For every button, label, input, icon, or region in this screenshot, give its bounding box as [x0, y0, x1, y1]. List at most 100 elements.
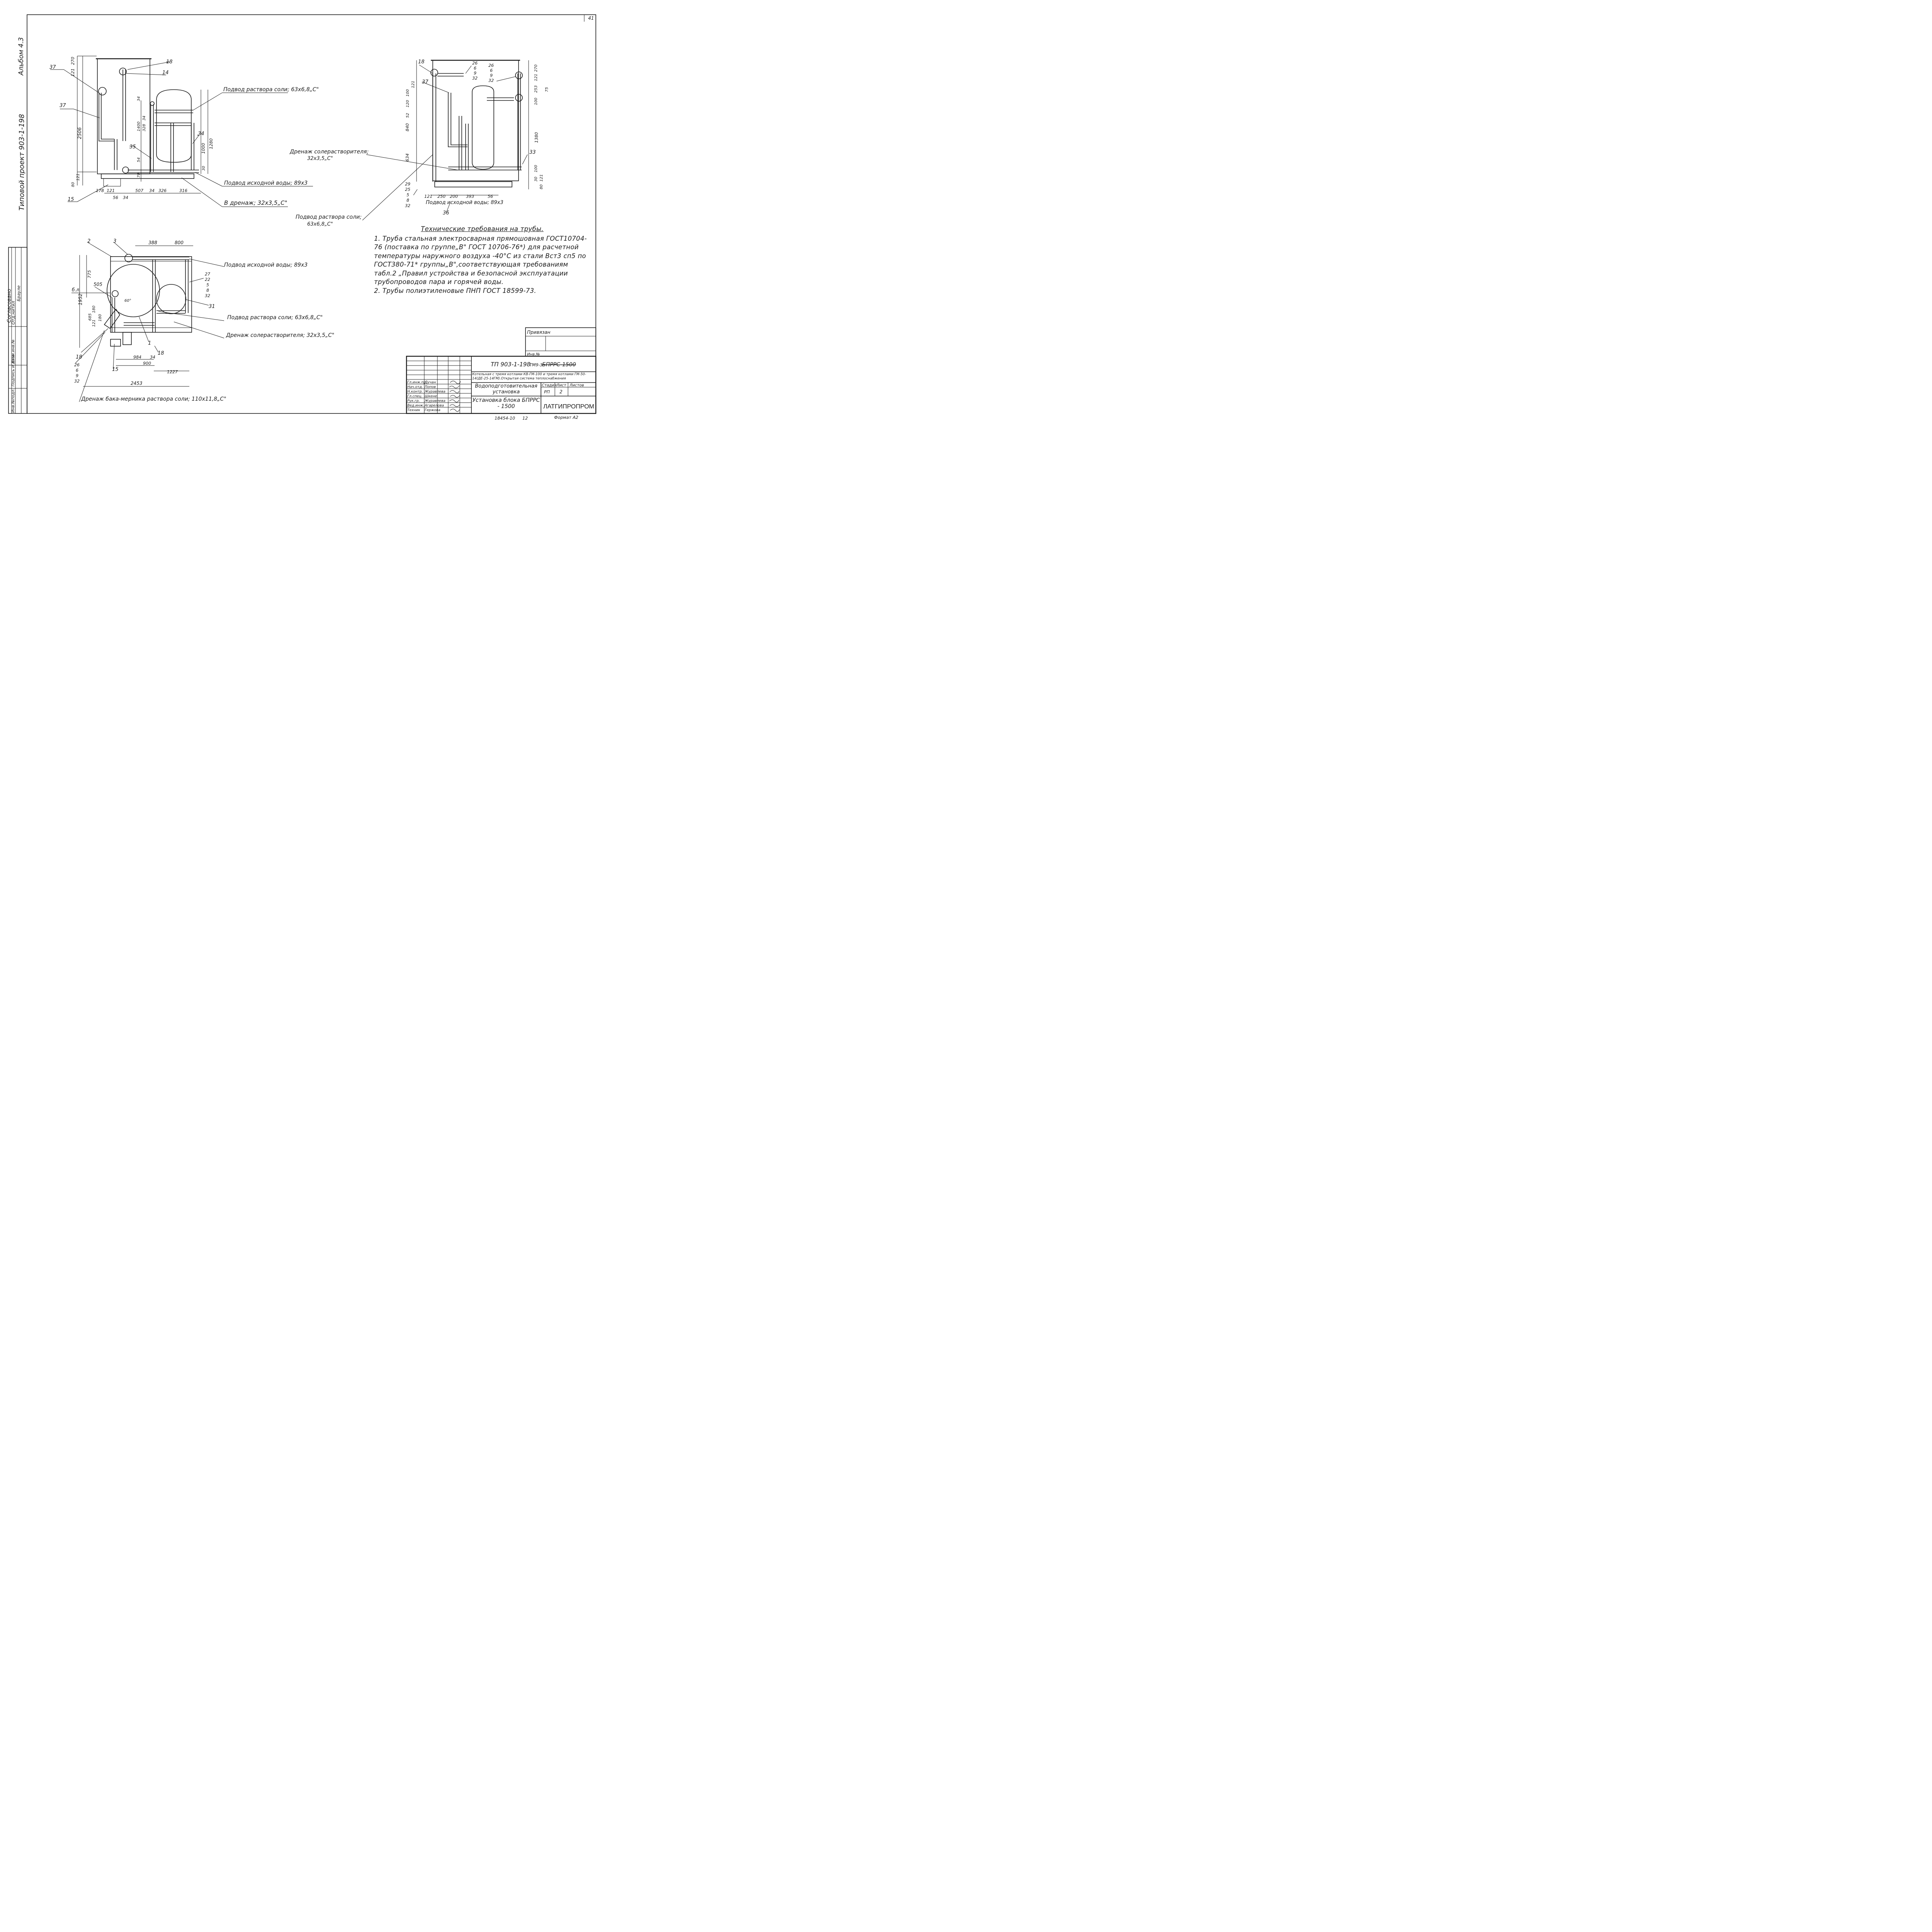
front-label-18: 18	[166, 59, 173, 65]
front-dim-121b: 121	[76, 173, 80, 181]
plan-ref-a-0: 27	[205, 272, 210, 277]
tb-name-1: Попов	[425, 385, 436, 389]
side-callout-water: Подвод исходной воды; 89х3	[426, 200, 503, 206]
tb-stage: РП	[544, 389, 550, 395]
side-dim-r-100: 100	[534, 98, 538, 105]
side-ref-a-0: 26	[472, 61, 478, 66]
tb-footer-no: 18454-10	[495, 416, 515, 421]
side-callout-drain: Дренаж солерастворителя;	[289, 149, 369, 155]
front-dim-178: 178	[96, 188, 104, 193]
tb-name-6: Гержова	[425, 408, 440, 412]
plan-label-18a: 18	[76, 354, 82, 360]
front-dim-34a: 34	[137, 96, 141, 101]
side-label-33: 33	[529, 150, 536, 155]
agreed-sign-2: Брауле	[16, 285, 21, 301]
side-callout-salt: Подвод раствора соли;	[296, 214, 362, 220]
plan-label-31: 31	[209, 304, 215, 310]
side-ref-c-2: 5	[406, 192, 409, 197]
front-dim-270: 270	[70, 57, 75, 65]
plan-dim-775: 775	[87, 270, 92, 278]
front-dim-30: 30	[202, 166, 206, 171]
side-dim-r-1380: 1380	[534, 132, 539, 143]
side-dim-r-80: 80	[539, 184, 544, 189]
page-number: 41	[588, 15, 594, 21]
front-dim-70: 70	[137, 173, 141, 178]
plan-ref-b-2: 9	[76, 373, 78, 378]
requirement-1: 1. Труба стальная электросварная прямошо…	[374, 235, 587, 286]
title-block: Привязан Инв.№ ТП 903-1-198 ТМ9-3 БПРРС-…	[406, 327, 597, 421]
album-label: Альбом 4.3	[17, 37, 25, 76]
front-dim-1280: 1280	[209, 138, 214, 149]
plan-callout-tank-drain: Дренаж бака-мерника раствора соли; 110х1…	[81, 396, 226, 402]
front-dim-1400: 1400	[137, 122, 141, 131]
side-dim-r-121b: 121	[539, 174, 544, 182]
front-label-37a: 37	[49, 65, 56, 70]
side-ref-c-4: 32	[405, 203, 410, 208]
tb-role-3: Гл.спец.	[407, 395, 422, 398]
tb-role-5: Вед.инж.	[407, 404, 424, 408]
tb-code: ТП 903-1-198	[491, 361, 531, 368]
side-dim-l-120: 120	[406, 100, 410, 107]
agreed-label: Согласовано	[7, 289, 12, 323]
front-dim-54: 54	[137, 157, 141, 162]
plan-callout-water: Подвод исходной воды; 89х3	[224, 262, 308, 268]
side-ref-b-2: 9	[490, 73, 493, 78]
tb-footer-n: 12	[522, 416, 528, 421]
plan-dim-180a: 180	[92, 306, 96, 313]
tb-code-suffix: ТМ9-3	[529, 362, 543, 367]
side-dim-b-56: 56	[488, 194, 493, 199]
tb-part: Водоподготовительная установка	[475, 383, 537, 395]
tb-role-4: Рук.гр.	[407, 399, 420, 403]
strip-col-3: Взам.инв.№	[11, 339, 15, 363]
side-dim-b-250: 250	[437, 194, 446, 199]
front-label-14: 14	[162, 70, 169, 76]
side-dim-b-121: 121	[424, 194, 432, 199]
plan-ref-b-1: 6	[76, 368, 78, 373]
plan-callout-salt: Подвод раствора соли; 63х6,8„С"	[227, 315, 323, 321]
plan-callout-drain: Дренаж солерастворителя; 32х3,5„С"	[226, 332, 334, 338]
side-callout-salt-size: 63х6,8„С"	[307, 221, 333, 227]
agreed-sign-1: Отд.нитил	[11, 301, 16, 325]
plan-label-1: 1	[148, 340, 151, 346]
side-ref-a-3: 32	[472, 76, 478, 81]
plan-view: 2 3 505 б.л. 1 31 18 15 18 27 22 5 8 32 …	[71, 238, 334, 402]
front-dim-2506: 2506	[77, 127, 82, 139]
front-dim-34b: 34	[142, 116, 146, 121]
tb-name-3: Шкене	[425, 395, 437, 398]
side-ref-c-0: 29	[405, 182, 410, 187]
front-callout-salt: Подвод раствора соли; 63х6,8„С"	[223, 87, 319, 93]
front-dim-80: 80	[71, 182, 75, 187]
tb-org: ЛАТГИПРОПРОМ	[543, 403, 594, 410]
side-callout-drain-size: 32х3,5„С"	[307, 156, 333, 162]
strip-col-1: Инв.№подл.	[11, 388, 15, 413]
tb-bound: Привязан	[527, 330, 550, 335]
tb-sheets-h: Листов	[569, 383, 584, 388]
tb-sheet-no: 2	[560, 389, 563, 395]
plan-dim-2453: 2453	[131, 381, 143, 386]
front-dim-1000: 1000	[201, 143, 206, 154]
side-ref-a-1: 6	[474, 66, 476, 71]
sheet-frame	[27, 14, 596, 414]
plan-dim-800: 800	[175, 240, 184, 245]
side-view: 18 37 33 36 26 6 9 32 26 6 9 32 29 25 5 …	[289, 59, 549, 227]
plan-ref-a-2: 5	[206, 282, 209, 287]
plan-dim-121: 121	[92, 320, 96, 327]
plan-angle: 60°	[124, 299, 131, 303]
plan-dim-900: 900	[143, 361, 151, 366]
plan-ref-a-4: 32	[205, 293, 210, 298]
plan-label-505: 505	[94, 282, 102, 287]
tb-description: Котельная с тремя котлами КВ-ГМ-100 и тр…	[472, 372, 586, 381]
side-dim-r-121: 121	[534, 74, 538, 81]
front-dim-56: 56	[113, 195, 118, 200]
plan-dim-1952: 1952	[78, 293, 83, 305]
side-ref-b-0: 26	[488, 63, 494, 68]
side-dim-r-253: 253	[534, 85, 538, 93]
side-label-18: 18	[418, 59, 425, 65]
front-dim-34c: 34	[123, 195, 128, 200]
front-label-15: 15	[68, 197, 74, 202]
side-ref-b-3: 32	[488, 78, 494, 83]
front-dim-328: 328	[142, 124, 146, 131]
requirement-2: 2. Трубы полиэтиленовые ПНП ГОСТ 18599-7…	[374, 287, 536, 294]
signature-marks	[449, 381, 461, 412]
side-dim-b-393: 393	[466, 194, 474, 199]
